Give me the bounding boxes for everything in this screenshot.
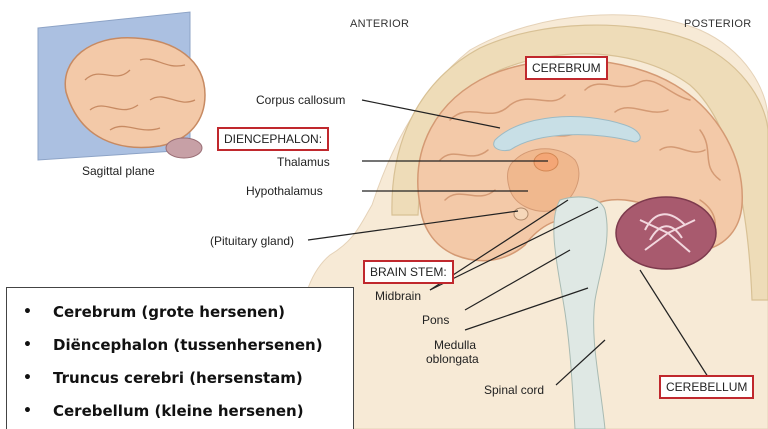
- cerebellum-label: CEREBELLUM: [659, 375, 754, 399]
- anterior-label: ANTERIOR: [350, 18, 409, 30]
- legend-item: •Cerebrum (grote hersenen): [23, 295, 353, 328]
- legend-item-text: Truncus cerebri (hersenstam): [53, 369, 303, 387]
- legend-list: •Cerebrum (grote hersenen) •Diëncephalon…: [23, 295, 353, 427]
- medulla-label-line1: Medulla: [434, 338, 476, 352]
- corpus-callosum-label: Corpus callosum: [256, 93, 345, 107]
- bullet-icon: •: [23, 403, 53, 419]
- sagittal-plane-caption: Sagittal plane: [82, 164, 155, 178]
- spinal-cord-label: Spinal cord: [484, 383, 544, 397]
- legend-item: •Truncus cerebri (hersenstam): [23, 361, 353, 394]
- legend-item-text: Diëncephalon (tussenhersenen): [53, 336, 323, 354]
- hypothalamus-label: Hypothalamus: [246, 184, 323, 198]
- medulla-label-line2: oblongata: [426, 352, 479, 366]
- cerebrum-label: CEREBRUM: [525, 56, 608, 80]
- bullet-icon: •: [23, 370, 53, 386]
- brain-stem-label: BRAIN STEM:: [363, 260, 454, 284]
- legend-item: •Cerebellum (kleine hersenen): [23, 394, 353, 427]
- pons-label: Pons: [422, 313, 449, 327]
- pituitary-label: (Pituitary gland): [210, 234, 294, 248]
- legend-item-text: Cerebellum (kleine hersenen): [53, 402, 304, 420]
- legend-item-text: Cerebrum (grote hersenen): [53, 303, 285, 321]
- legend-box: •Cerebrum (grote hersenen) •Diëncephalon…: [6, 287, 354, 429]
- bullet-icon: •: [23, 304, 53, 320]
- pituitary-shape: [514, 208, 528, 220]
- diencephalon-label: DIENCEPHALON:: [217, 127, 329, 151]
- inset-cerebellum: [166, 138, 202, 158]
- bullet-icon: •: [23, 337, 53, 353]
- thalamus-shape: [534, 153, 558, 171]
- legend-item: •Diëncephalon (tussenhersenen): [23, 328, 353, 361]
- midbrain-label: Midbrain: [375, 289, 421, 303]
- posterior-label: POSTERIOR: [684, 18, 752, 30]
- thalamus-label: Thalamus: [277, 155, 330, 169]
